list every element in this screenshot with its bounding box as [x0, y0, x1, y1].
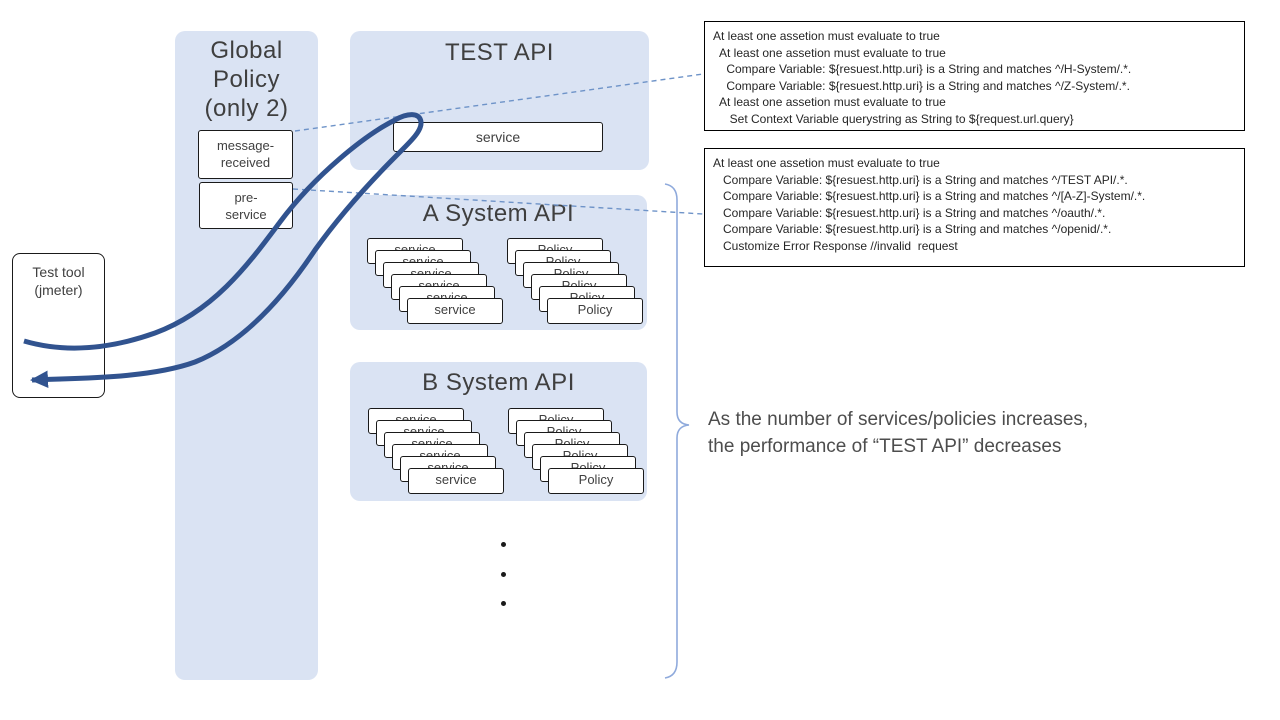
- vertical-ellipsis-dot: [501, 542, 506, 547]
- vertical-ellipsis-dot: [501, 572, 506, 577]
- test-tool-label: (jmeter): [34, 282, 83, 298]
- assertion-line: Customize Error Response //invalid reque…: [713, 238, 958, 253]
- global-policy-title-line: (only 2): [204, 95, 289, 122]
- test-api-service-box: service: [393, 122, 603, 152]
- stack-box: Policy: [548, 468, 644, 494]
- b-system-api-title: B System API: [422, 369, 575, 396]
- global-policy-title: Global Policy (only 2): [175, 36, 318, 123]
- assertion-line: Compare Variable: ${resuest.http.uri} is…: [713, 205, 1106, 220]
- a-system-api-panel: A System API serviceserviceserviceservic…: [350, 195, 647, 330]
- assertion-line: Set Context Variable querystring as Stri…: [713, 111, 1074, 126]
- b-system-service-stack: serviceserviceserviceserviceserviceservi…: [368, 408, 508, 500]
- pre-service-box: pre- service: [199, 182, 293, 229]
- stack-box: service: [407, 298, 503, 324]
- test-api-title: TEST API: [445, 39, 554, 66]
- performance-note: As the number of services/policies incre…: [708, 406, 1088, 460]
- test-tool-box: Test tool (jmeter): [12, 253, 105, 398]
- a-system-service-stack: serviceserviceserviceserviceserviceservi…: [367, 238, 507, 330]
- message-received-label: message-: [216, 138, 275, 153]
- assertion-line: Compare Variable: ${resuest.http.uri} is…: [713, 78, 1130, 93]
- test-api-panel: TEST API service: [350, 31, 649, 170]
- assertion-line: At least one assetion must evaluate to t…: [713, 45, 946, 60]
- performance-note-line: As the number of services/policies incre…: [708, 409, 1089, 430]
- b-system-api-panel: B System API serviceserviceserviceservic…: [350, 362, 647, 501]
- a-system-api-title: A System API: [422, 200, 575, 227]
- global-policy-assertions-box: At least one assetion must evaluate to t…: [704, 21, 1245, 131]
- performance-note-line: the performance of “TEST API” decreases: [708, 436, 1062, 457]
- assertion-line: At least one assetion must evaluate to t…: [713, 29, 940, 43]
- system-apis-brace: [664, 183, 690, 679]
- assertion-line: Compare Variable: ${resuest.http.uri} is…: [713, 189, 1146, 203]
- stack-box: service: [408, 468, 504, 494]
- global-policy-title-line: Policy: [212, 66, 281, 93]
- a-system-policy-stack: PolicyPolicyPolicyPolicyPolicyPolicy: [507, 238, 647, 330]
- assertion-line: At least one assetion must evaluate to t…: [713, 156, 940, 170]
- global-policy-panel: Global Policy (only 2) message- received…: [175, 31, 318, 680]
- stack-box: Policy: [547, 298, 643, 324]
- pre-service-label: service: [225, 207, 267, 222]
- assertion-line: At least one assetion must evaluate to t…: [713, 95, 946, 109]
- b-system-policy-stack: PolicyPolicyPolicyPolicyPolicyPolicy: [508, 408, 648, 500]
- test-tool-label: Test tool: [32, 264, 85, 280]
- pre-service-assertions-box: At least one assetion must evaluate to t…: [704, 148, 1245, 267]
- pre-service-label: pre-: [234, 190, 258, 205]
- message-received-label: received: [220, 155, 271, 170]
- assertion-line: Compare Variable: ${resuest.http.uri} is…: [713, 62, 1132, 76]
- global-policy-title-line: Global: [210, 37, 283, 64]
- vertical-ellipsis-dot: [501, 601, 506, 606]
- assertion-line: Compare Variable: ${resuest.http.uri} is…: [713, 222, 1112, 236]
- message-received-box: message- received: [198, 130, 293, 179]
- assertion-line: Compare Variable: ${resuest.http.uri} is…: [713, 172, 1128, 187]
